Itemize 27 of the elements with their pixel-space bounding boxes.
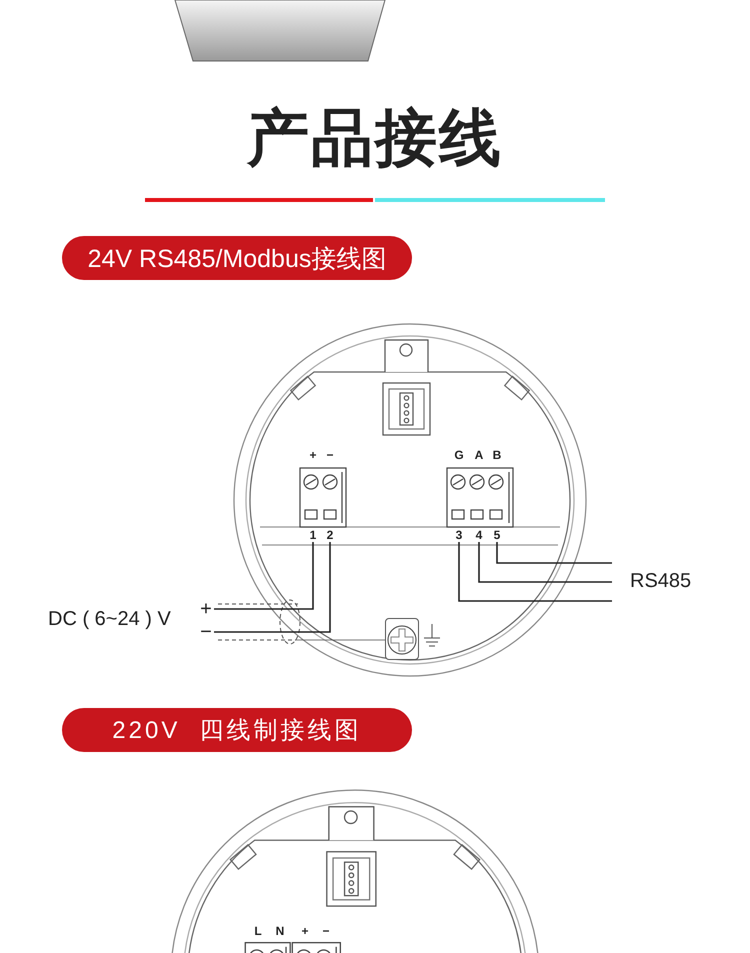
ground-screw	[385, 618, 419, 660]
wire	[478, 542, 612, 583]
section-banner: 24V RS485/Modbus接线图	[62, 236, 412, 280]
terminal-label: L	[250, 924, 266, 940]
terminal-number: 1	[310, 528, 316, 542]
terminal-label: +	[297, 924, 313, 940]
terminal-sign: −	[326, 448, 334, 462]
terminal-label: N	[272, 924, 288, 940]
polarity-sign: −	[198, 621, 214, 643]
terminal-sign: G	[454, 448, 464, 462]
page-title: 产品接线	[246, 103, 504, 175]
terminal-label: −	[318, 924, 334, 940]
terminal-number: 4	[476, 528, 482, 542]
voltage-label: DC ( 6~24 ) V	[48, 608, 171, 631]
terminal-sign: +	[309, 448, 316, 462]
terminal-sign: A	[474, 448, 484, 462]
terminal-number: 5	[494, 528, 500, 542]
polarity-sign: +	[198, 598, 214, 620]
terminal-sign: B	[492, 448, 502, 462]
terminal-number: 3	[456, 528, 462, 542]
port-label: RS485	[612, 556, 702, 606]
wire	[214, 542, 331, 633]
section-banner: 220V 四线制接线图	[62, 708, 412, 752]
wire	[458, 542, 612, 602]
terminal-number: 2	[326, 528, 334, 542]
wire	[214, 542, 314, 610]
wire	[496, 542, 612, 564]
